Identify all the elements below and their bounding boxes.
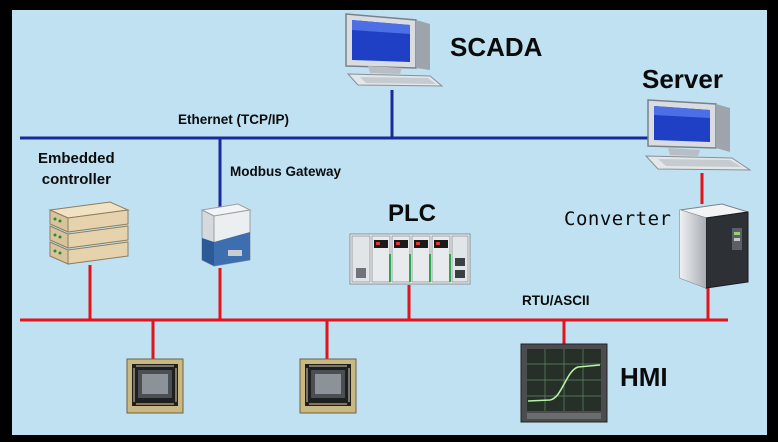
modbus-gateway: [198, 202, 254, 270]
embedded-label-line1: Embedded: [38, 150, 115, 167]
plc-rack-icon: [349, 233, 471, 285]
circuit-board-icon: [299, 358, 357, 414]
hmi-display: [520, 343, 608, 423]
tower-converter-icon: [679, 203, 749, 289]
converter-label: Converter: [564, 208, 672, 230]
server-label: Server: [642, 64, 723, 94]
oscilloscope-display-icon: [520, 343, 608, 423]
ethernet-label: Ethernet (TCP/IP): [178, 112, 290, 127]
plc-label: PLC: [388, 200, 436, 227]
rtu-ascii-label: RTU/ASCII: [522, 293, 590, 308]
network-rack-icon: [48, 201, 130, 265]
scada-label: SCADA: [450, 32, 543, 62]
desktop-computer-icon: [345, 13, 444, 87]
embedded-controller-label: Embedded controller: [38, 148, 115, 190]
bus-lines: [20, 90, 728, 360]
field-device-board-1: [126, 358, 184, 414]
network-diagram: SCADA Server Ethernet (TCP/IP) Embedded …: [12, 10, 767, 435]
field-device-board-2: [299, 358, 357, 414]
modbus-gateway-label: Modbus Gateway: [230, 164, 342, 179]
server-computer: [642, 94, 762, 176]
embedded-label-line2: controller: [41, 171, 111, 188]
gateway-module-icon: [200, 203, 252, 267]
plc: [348, 230, 472, 288]
hmi-label: HMI: [620, 362, 668, 392]
converter: [674, 202, 754, 292]
circuit-board-icon: [126, 358, 184, 414]
scada-computer: [338, 10, 448, 92]
desktop-computer-icon: [644, 99, 752, 171]
embedded-controller: [46, 198, 130, 270]
